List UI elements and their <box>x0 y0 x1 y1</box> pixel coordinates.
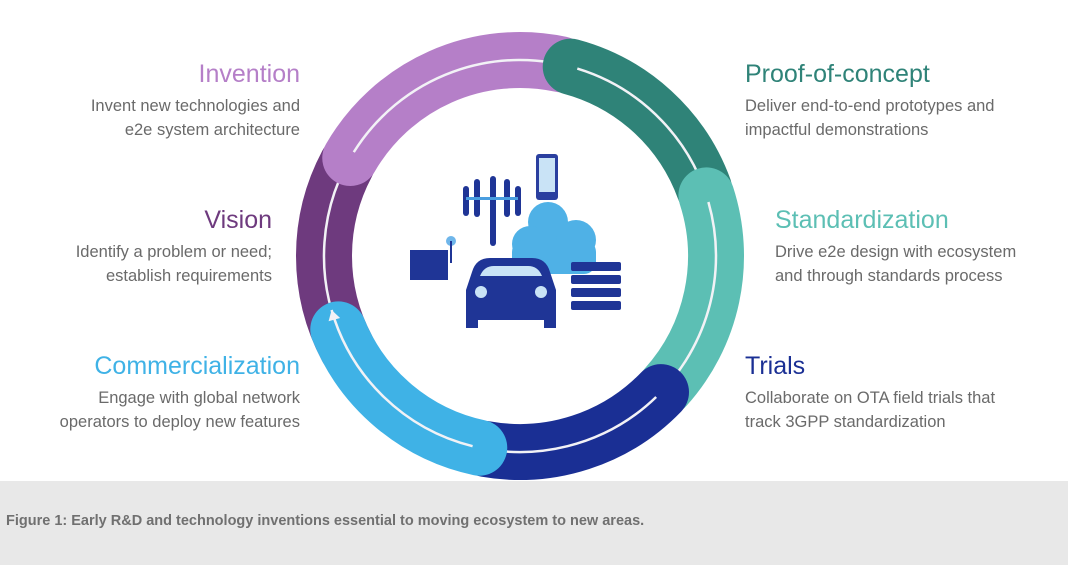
stage-commercialization: Commercialization Engage with global net… <box>0 352 300 434</box>
stage-standardization: Standardization Drive e2e design with ec… <box>775 206 1068 288</box>
arrow-line <box>330 309 473 448</box>
stage-title: Invention <box>198 60 300 88</box>
stage-title: Trials <box>745 352 806 380</box>
caption-text: Figure 1: Early R&D and technology inven… <box>6 513 645 529</box>
cell-tower-icon <box>463 176 521 246</box>
roadside-unit-icon <box>410 236 456 280</box>
stage-description: Identify a problem or need;establish req… <box>75 243 272 285</box>
ring-segment-trials <box>457 364 689 480</box>
stage-title: Commercialization <box>94 352 300 380</box>
stage-title: Standardization <box>775 206 949 234</box>
ring-segment-commercialization <box>310 301 508 476</box>
ring-segment-standardization <box>637 167 744 416</box>
server-icon <box>571 262 621 310</box>
stage-vision: Vision Identify a problem or need;establ… <box>0 206 272 288</box>
center-illustration <box>410 154 621 328</box>
stage-title: Vision <box>204 206 272 234</box>
ring-segment-proof-of-concept <box>542 38 733 217</box>
smartphone-icon <box>536 154 558 200</box>
arrowhead-icon <box>328 310 341 322</box>
figure-caption: Figure 1: Early R&D and technology inven… <box>0 481 1068 565</box>
stage-trials: Trials Collaborate on OTA field trials t… <box>745 352 1045 434</box>
ring-segment-invention <box>322 32 589 186</box>
stage-title: Proof-of-concept <box>745 60 930 88</box>
lifecycle-ring <box>296 32 744 480</box>
car-icon <box>466 258 556 328</box>
stage-proof-of-concept: Proof-of-concept Deliver end-to-end prot… <box>745 60 1045 142</box>
